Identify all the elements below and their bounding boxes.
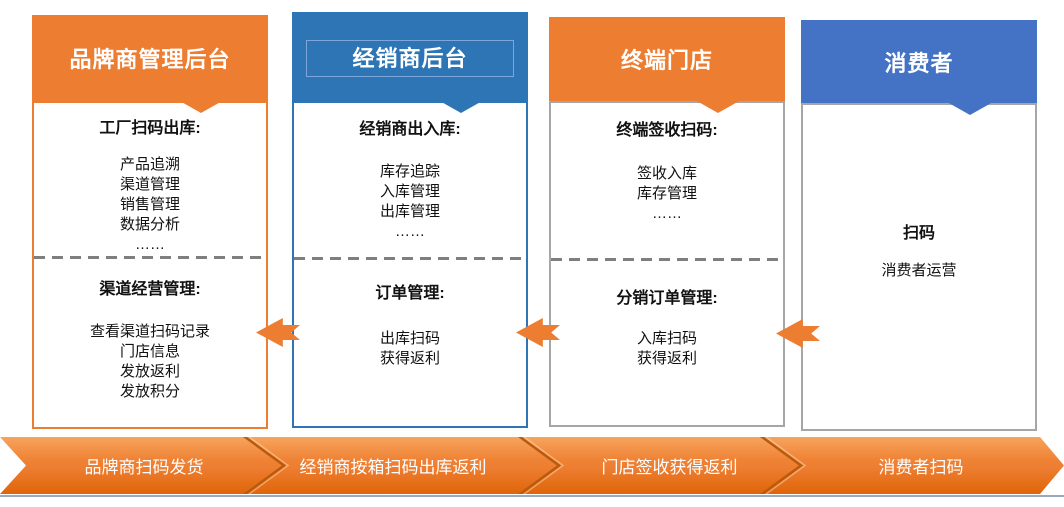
list-item: 入库扫码 — [636, 330, 697, 347]
banner-segment-label: 消费者扫码 — [878, 458, 964, 477]
panel-distributor: 经销商后台 经销商出入库: 库存追踪 入库管理 出库管理 …… 订单管理: 出库… — [292, 12, 528, 428]
ellipsis-item: …… — [652, 205, 682, 222]
list-item: 获得返利 — [379, 350, 440, 367]
section-title: 订单管理: — [375, 285, 445, 302]
section-items: 签收入库 库存管理 …… — [551, 164, 783, 224]
section-items: 库存追踪 入库管理 出库管理 …… — [294, 162, 526, 242]
panel-consumer-body: 扫码 消费者运营 — [801, 103, 1037, 431]
list-item: 签收入库 — [636, 165, 697, 182]
list-item: 查看渠道扫码记录 — [89, 323, 210, 340]
dashed-divider — [34, 256, 266, 259]
dashed-divider — [551, 258, 783, 261]
list-item: 出库管理 — [379, 203, 440, 220]
ellipsis-item: …… — [395, 223, 425, 240]
section-items: 出库扫码 获得返利 — [294, 329, 526, 369]
panel-brand-admin: 品牌商管理后台 工厂扫码出库: 产品追溯 渠道管理 销售管理 数据分析 …… 渠… — [32, 15, 268, 429]
panel-brand-admin-header: 品牌商管理后台 — [32, 15, 268, 113]
section-items: 入库扫码 获得返利 — [551, 329, 783, 369]
list-item: 发放返利 — [119, 363, 180, 380]
panel-brand-admin-title: 品牌商管理后台 — [69, 47, 231, 72]
process-banner: 品牌商扫码发货 经销商按箱扫码出库返利 门店签收获得返利 消费者扫码 — [0, 437, 1064, 494]
list-item: 门店信息 — [119, 343, 180, 360]
section-title: 渠道经营管理: — [99, 281, 201, 298]
list-item: 产品追溯 — [119, 156, 180, 173]
list-item: 发放积分 — [119, 383, 180, 400]
bottom-rule — [0, 495, 1064, 497]
section-items: 查看渠道扫码记录 门店信息 发放返利 发放积分 — [34, 322, 266, 402]
section-title: 终端签收扫码: — [616, 122, 718, 139]
section-title: 工厂扫码出库: — [99, 120, 201, 137]
panel-consumer: 消费者 扫码 消费者运营 — [801, 20, 1037, 431]
list-item: 获得返利 — [636, 350, 697, 367]
list-item: 消费者运营 — [881, 262, 957, 279]
panel-terminal-store: 终端门店 终端签收扫码: 签收入库 库存管理 …… 分销订单管理: 入库扫码 获… — [549, 17, 785, 427]
section-items: 消费者运营 — [803, 261, 1035, 281]
banner-segment-label: 品牌商扫码发货 — [84, 458, 204, 477]
section-title: 扫码 — [902, 225, 935, 242]
list-item: 出库扫码 — [379, 330, 440, 347]
banner-segment-label: 经销商按箱扫码出库返利 — [299, 458, 487, 477]
panel-terminal-store-body: 终端签收扫码: 签收入库 库存管理 …… 分销订单管理: 入库扫码 获得返利 — [549, 101, 785, 427]
panel-terminal-store-header: 终端门店 — [549, 17, 785, 113]
panel-consumer-header: 消费者 — [801, 20, 1037, 115]
banner-chevron-separators-icon — [240, 437, 807, 494]
section-items: 产品追溯 渠道管理 销售管理 数据分析 …… — [34, 155, 266, 255]
panel-distributor-header: 经销商后台 — [292, 12, 528, 113]
list-item: 入库管理 — [379, 183, 440, 200]
section-title: 分销订单管理: — [616, 290, 718, 307]
panel-consumer-title: 消费者 — [884, 50, 954, 76]
panel-distributor-title: 经销商后台 — [352, 45, 468, 71]
list-item: 数据分析 — [119, 216, 180, 233]
dashed-divider — [294, 257, 526, 260]
ellipsis-item: …… — [135, 236, 165, 253]
panel-terminal-store-title: 终端门店 — [620, 48, 713, 73]
list-item: 库存追踪 — [379, 163, 440, 180]
list-item: 渠道管理 — [119, 176, 180, 193]
panel-distributor-body: 经销商出入库: 库存追踪 入库管理 出库管理 …… 订单管理: 出库扫码 获得返… — [292, 101, 528, 428]
panel-brand-admin-body: 工厂扫码出库: 产品追溯 渠道管理 销售管理 数据分析 …… 渠道经营管理: 查… — [32, 101, 268, 429]
list-item: 库存管理 — [636, 185, 697, 202]
list-item: 销售管理 — [119, 196, 180, 213]
section-title: 经销商出入库: — [359, 121, 461, 138]
title-outline-box — [306, 40, 514, 77]
banner-segment-label: 门店签收获得返利 — [601, 458, 738, 477]
